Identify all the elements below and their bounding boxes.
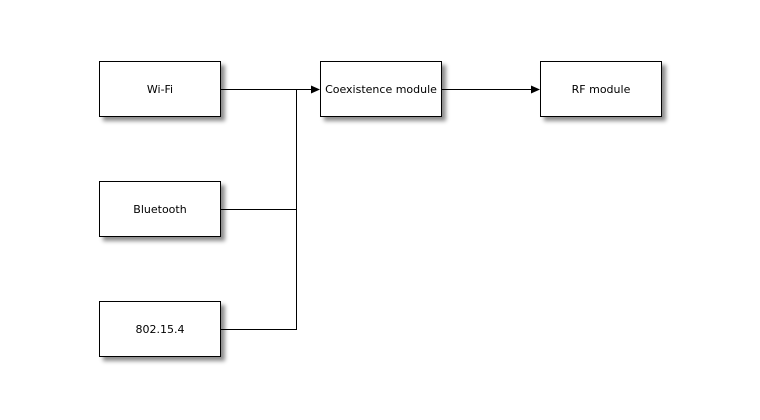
node-wifi: Wi-Fi — [99, 61, 221, 117]
arrowhead-into-coexistence — [311, 85, 320, 94]
node-rf-module: RF module — [540, 61, 662, 117]
arrowhead-into-rf — [531, 85, 540, 94]
node-coexistence-module-label: Coexistence module — [325, 82, 437, 96]
node-802-15-4: 802.15.4 — [99, 301, 221, 357]
node-wifi-label: Wi-Fi — [146, 82, 174, 96]
node-bluetooth: Bluetooth — [99, 181, 221, 237]
node-802-15-4-label: 802.15.4 — [135, 322, 185, 336]
node-coexistence-module: Coexistence module — [320, 61, 442, 117]
node-bluetooth-label: Bluetooth — [133, 202, 187, 216]
node-rf-module-label: RF module — [571, 82, 631, 96]
